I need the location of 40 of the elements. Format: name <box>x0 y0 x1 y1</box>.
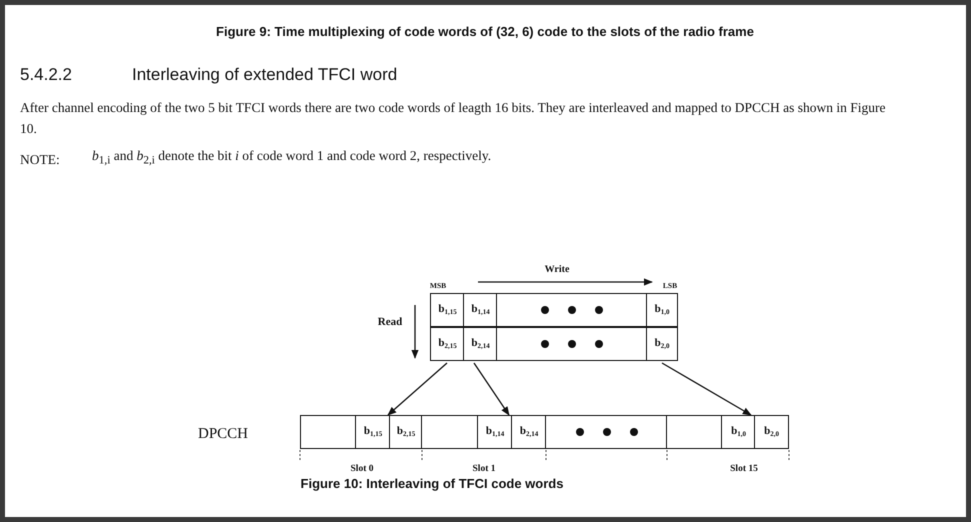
bit-cell <box>646 293 678 327</box>
figure-caption: Figure 10: Interleaving of TFCI code words <box>300 476 564 491</box>
note-text: b$_{1,i}$ and b$_{2,i}$ denote the bit i of code word 1 and code word 2, respectively. <box>92 147 492 169</box>
bit-cell <box>463 293 498 327</box>
bit-cell <box>463 327 498 361</box>
bit-label: b$_{1,15}$ <box>438 304 457 316</box>
axis-label: Read <box>378 315 402 330</box>
bit-label: b$_{2,0}$ <box>764 426 779 438</box>
bit-cell <box>721 415 756 449</box>
slot-label: Slot 15 <box>730 463 758 476</box>
bit-label: b$_{2,14}$ <box>520 426 538 438</box>
bit-cell <box>430 327 465 361</box>
bit-cell <box>389 415 423 449</box>
axis-label: Write <box>544 263 570 277</box>
bit-cell <box>430 293 465 327</box>
bit-label: b$_{2,14}$ <box>471 338 490 350</box>
bit-cell <box>477 415 513 449</box>
bit-cell <box>754 415 789 449</box>
bit-label: b$_{1,15}$ <box>364 426 382 438</box>
paragraph: After channel encoding of the two 5 bit TFCI words there are two code words of leagth 16 bits. They are interleaved and mapped to DPCCH as shown in Figure 10. <box>20 99 887 138</box>
arrow <box>387 362 448 416</box>
channel-label: DPCCH <box>198 425 248 444</box>
arrow <box>662 362 752 416</box>
bit-cell <box>511 415 547 449</box>
figure-caption: Figure 9: Time multiplexing of code words of (32, 6) code to the slots of the radio frame <box>216 23 754 41</box>
bit-label: b$_{1,0}$ <box>654 304 670 316</box>
bit-label: b$_{2,15}$ <box>438 338 457 350</box>
slot-label: Slot 1 <box>472 463 496 476</box>
slot-label: Slot 0 <box>350 463 374 476</box>
bit-cell <box>646 327 678 361</box>
section-number: 5.4.2.2 <box>20 64 72 86</box>
arrow <box>473 362 510 416</box>
bit-label: b$_{1,14}$ <box>471 304 490 316</box>
bit-label: b$_{2,0}$ <box>654 338 670 350</box>
note-label: NOTE: <box>20 151 60 169</box>
section-heading: Interleaving of extended TFCI word <box>132 64 398 86</box>
bit-label: b$_{1,14}$ <box>486 426 504 438</box>
bit-label: b$_{2,15}$ <box>396 426 416 438</box>
bit-cell <box>355 415 391 449</box>
bit-label: b$_{1,0}$ <box>731 426 746 438</box>
